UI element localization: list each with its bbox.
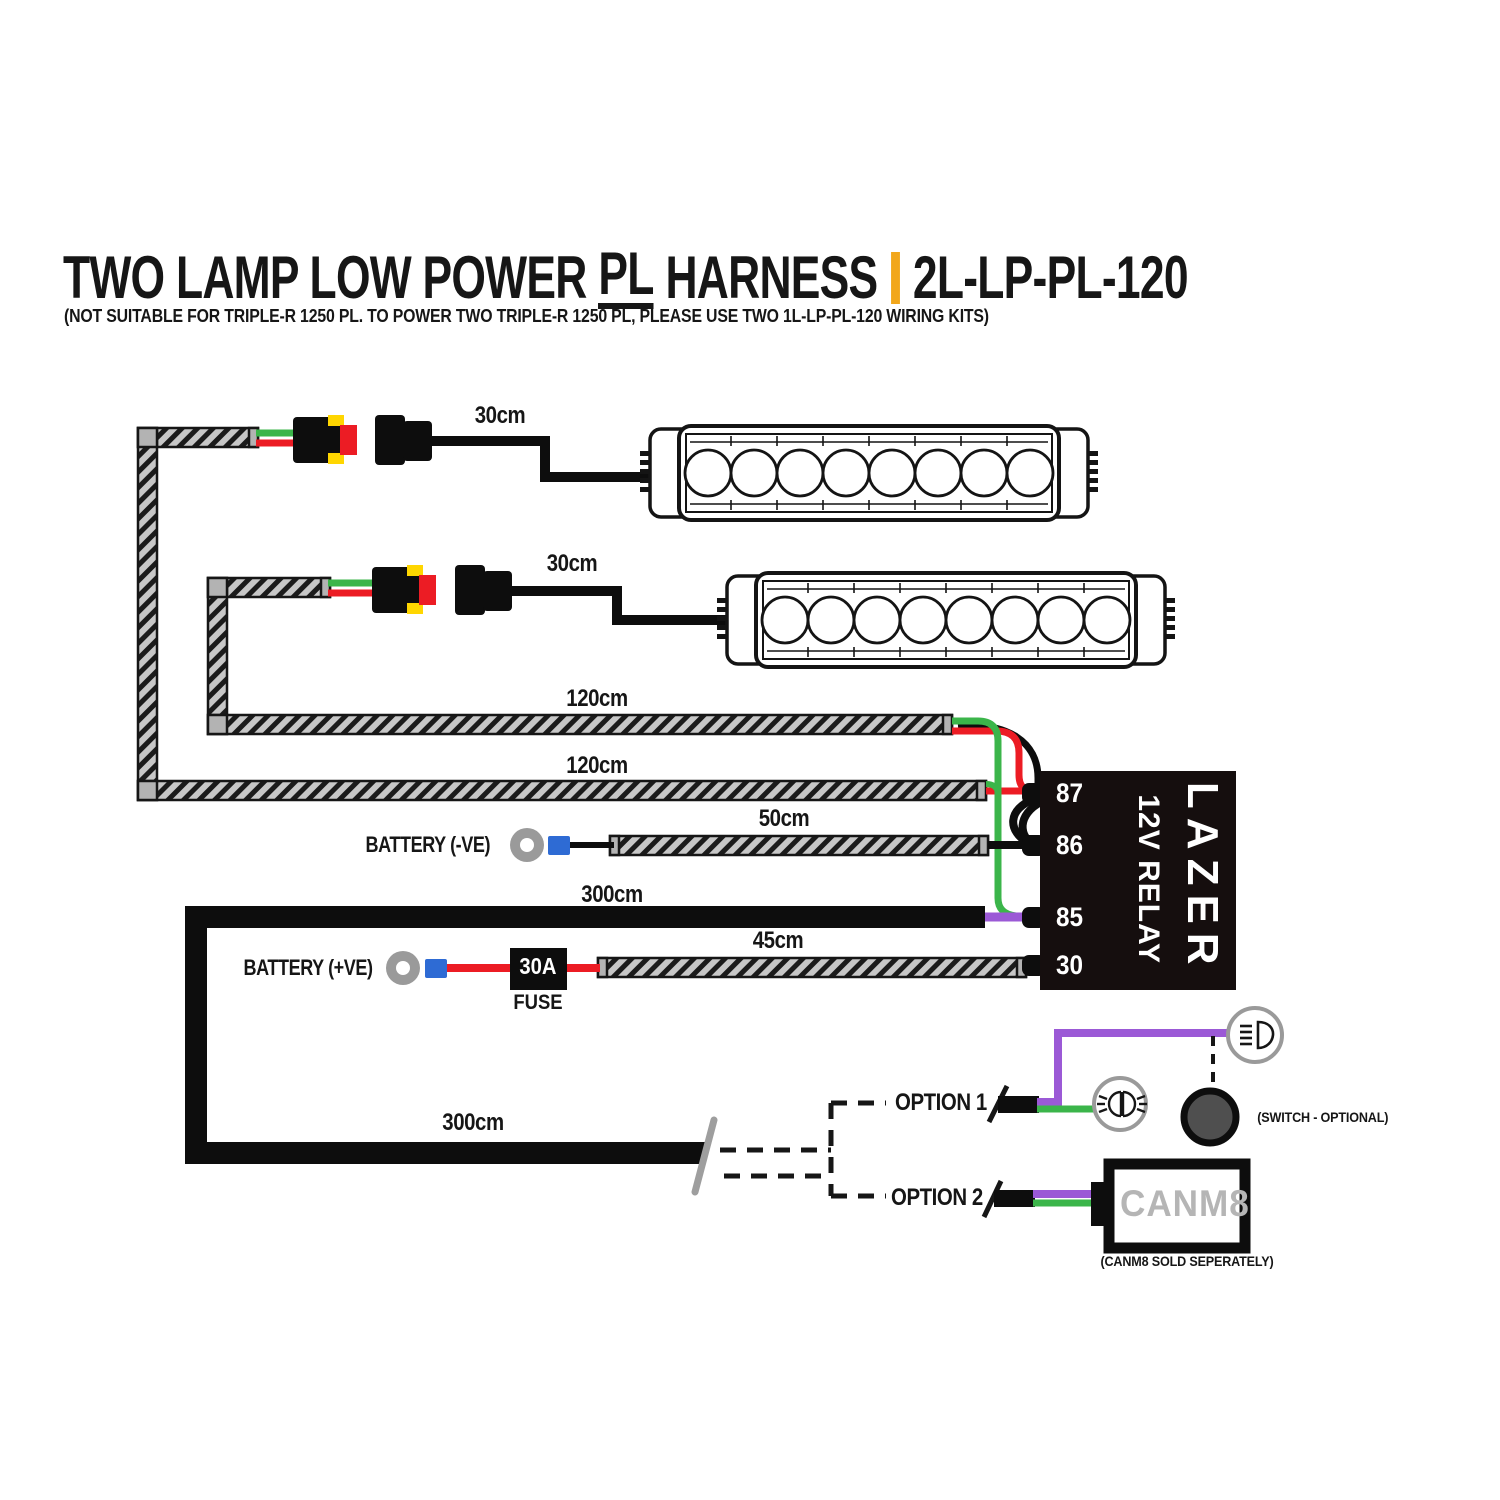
battery-positive-braided-cable — [596, 956, 1028, 979]
headlight-beam-icon — [1226, 1006, 1284, 1064]
dim-lamp1-lead: 30cm — [474, 402, 526, 429]
dim-battery-positive: 45cm — [752, 927, 804, 954]
dim-switch-cable-run: 300cm — [442, 1109, 504, 1136]
title-pl-underlined: PL — [598, 243, 654, 310]
option1-label: OPTION 1 — [895, 1089, 987, 1116]
option1-cable-stub — [998, 1096, 1039, 1113]
lamp2-female-connector — [455, 565, 512, 615]
relay-brand-logo: LAZER — [1177, 781, 1227, 974]
relay-black-wire-top — [957, 721, 1042, 790]
canm8-box — [1103, 1158, 1251, 1254]
lamp2-male-connector — [372, 565, 436, 614]
relay-terminal-86-label: 86 — [1056, 830, 1084, 860]
product-code: 2L-LP-PL-120 — [912, 244, 1189, 311]
lamp1-male-connector — [293, 415, 357, 464]
title-suffix: HARNESS — [665, 244, 878, 311]
harness-lamp1-braided-cable — [136, 426, 988, 802]
title-disclaimer: (NOT SUITABLE FOR TRIPLE-R 1250 PL. TO P… — [64, 306, 989, 326]
relay-terminal-85-label: 85 — [1056, 902, 1084, 932]
option-routing-dashes — [720, 1100, 886, 1199]
option2-label: OPTION 2 — [891, 1184, 983, 1211]
option1-assembly — [986, 1006, 1284, 1147]
battery-positive-terminal — [386, 948, 600, 990]
dim-lamp2-lead: 30cm — [546, 550, 598, 577]
option2-assembly — [981, 1158, 1251, 1254]
relay-body — [1040, 771, 1236, 990]
relay-terminal-87-label: 87 — [1056, 778, 1084, 808]
cable-cut-mark — [691, 1116, 718, 1196]
lamp1-lead-wire — [432, 436, 660, 482]
fuse-holder — [510, 948, 567, 990]
relay-label: 12V RELAY — [1132, 794, 1166, 965]
led-lamp-2 — [715, 571, 1177, 669]
led-lamp-1 — [638, 424, 1100, 522]
option2-slash — [981, 1179, 1004, 1219]
dim-switch-cable-relay: 300cm — [581, 881, 643, 908]
battery-negative-terminal — [510, 828, 614, 862]
lamp1-female-connector — [375, 415, 432, 465]
lamp2-lead-wire — [512, 586, 737, 625]
switch-optional-note: (SWITCH - OPTIONAL) — [1257, 1109, 1389, 1125]
dim-lamp1-extension: 120cm — [566, 752, 628, 779]
option2-cable-stub — [994, 1190, 1035, 1207]
battery-positive-label: BATTERY (+VE) — [243, 955, 374, 980]
crimp-blue — [548, 836, 570, 855]
round-switch-icon — [1180, 1087, 1240, 1147]
option1-purple-wire — [1037, 1029, 1229, 1106]
switch-cable-300cm — [185, 906, 985, 1164]
page-title: TWO LAMP LOW POWER PL HARNESS 2L-LP-PL-1… — [63, 243, 1189, 312]
fuse-rating-label: 30A — [519, 953, 557, 979]
title-prefix: TWO LAMP LOW POWER — [63, 244, 587, 311]
accent-separator-bar — [890, 251, 900, 304]
lamp1-connector-wires — [256, 429, 295, 447]
position-light-icon — [1092, 1076, 1148, 1132]
crimp-blue — [425, 959, 447, 978]
lamp2-connector-wires — [328, 579, 374, 597]
fuse-label: FUSE — [513, 991, 563, 1014]
relay-terminal-30-label: 30 — [1056, 950, 1084, 980]
relay-input-wires — [952, 717, 1044, 970]
relay-12v — [1022, 771, 1236, 990]
canm8-label: CANM8 — [1120, 1183, 1250, 1224]
dim-battery-negative: 50cm — [758, 805, 810, 832]
battery-negative-braided-cable — [608, 834, 990, 857]
dim-lamp2-extension: 120cm — [566, 685, 628, 712]
battery-negative-label: BATTERY (-VE) — [365, 832, 491, 857]
canm8-sold-separately-note: (CANM8 SOLD SEPERATELY) — [1100, 1253, 1274, 1269]
